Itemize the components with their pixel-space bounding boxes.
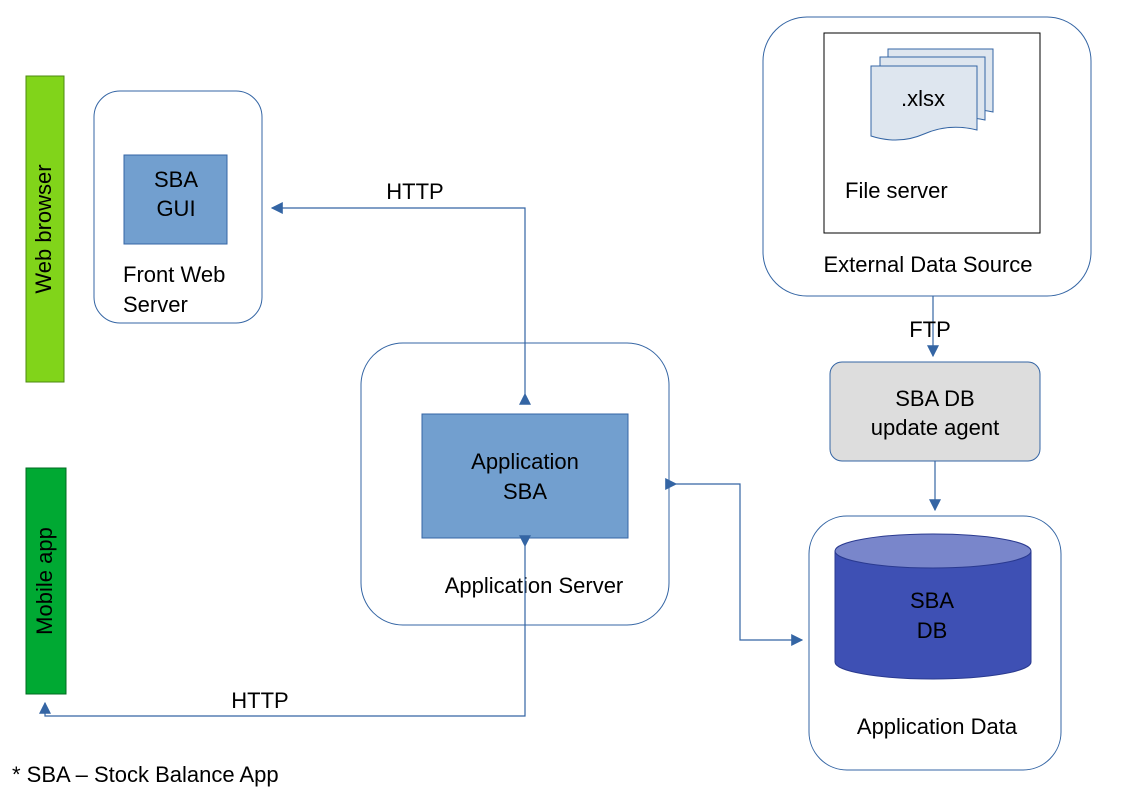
update-agent-box <box>829 361 1041 462</box>
footnote: * SBA – Stock Balance App <box>12 762 279 787</box>
xlsx-label: .xlsx <box>901 86 945 111</box>
application-server-label: Application Server <box>445 573 624 598</box>
application-sba-box <box>421 413 629 539</box>
sba-db-update-agent: SBA DB update agent <box>829 361 1041 462</box>
xlsx-document-stack-icon <box>870 48 994 141</box>
web-browser-bar <box>25 75 65 383</box>
sba-gui-box <box>123 154 228 245</box>
sba-db-cylinder-icon <box>834 533 1032 680</box>
sba-db-label-line2: DB <box>917 618 948 643</box>
http-connector-front <box>270 202 531 405</box>
http-connector-mobile <box>39 535 531 717</box>
application-sba-label-line1: Application <box>471 449 579 474</box>
application-data-container: SBA DB Application Data <box>808 515 1062 771</box>
app-server-db-connector <box>665 478 804 646</box>
sba-gui-label-line2: GUI <box>156 196 195 221</box>
front-web-server-label-line2: Server <box>123 292 188 317</box>
http-bottom-label: HTTP <box>231 688 288 713</box>
file-server-label: File server <box>845 178 948 203</box>
update-agent-label-line1: SBA DB <box>895 386 974 411</box>
web-browser-label: Web browser <box>31 164 56 293</box>
external-data-source-container: .xlsx File server External Data Source <box>762 16 1092 297</box>
mobile-app-client: Mobile app <box>25 467 67 695</box>
application-sba-label-line2: SBA <box>503 479 547 504</box>
front-web-server-label-line1: Front Web <box>123 262 225 287</box>
front-web-server-container: SBA GUI Front Web Server <box>93 90 263 324</box>
connectors: HTTP HTTP FTP <box>39 179 951 717</box>
mobile-app-label: Mobile app <box>32 527 57 635</box>
sba-gui-label-line1: SBA <box>154 167 198 192</box>
external-data-source-label: External Data Source <box>823 252 1032 277</box>
application-server-container: Application SBA Application Server <box>360 342 670 626</box>
update-agent-label-line2: update agent <box>871 415 999 440</box>
http-top-label: HTTP <box>386 179 443 204</box>
sba-db-label-line1: SBA <box>910 588 954 613</box>
ftp-label: FTP <box>909 317 951 342</box>
application-data-label: Application Data <box>857 714 1018 739</box>
web-browser-client: Web browser <box>25 75 65 383</box>
